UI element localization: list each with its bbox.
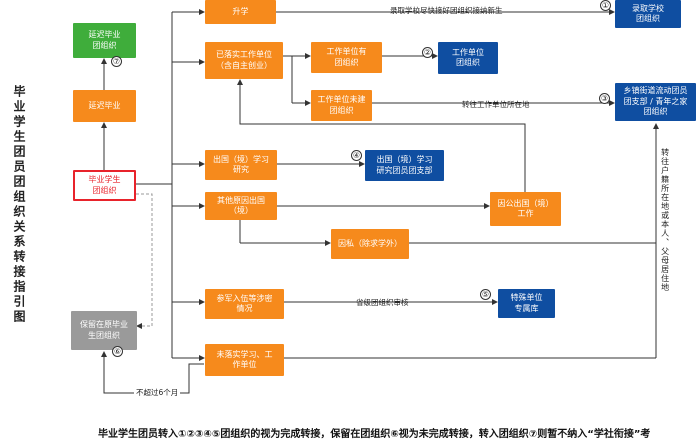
node-student-org: 毕业学生 团组织 bbox=[73, 170, 136, 201]
marker-1: ① bbox=[600, 0, 611, 11]
node-public-abroad: 因公出国（境） 工作 bbox=[490, 192, 561, 226]
page-title: 毕业学生团员团组织关系转接指引图 bbox=[12, 85, 26, 325]
node-work-has-org: 工作单位有 团组织 bbox=[311, 42, 382, 73]
node-abroad-branch: 出国（境）学习 研究团员团支部 bbox=[365, 150, 444, 181]
line-not-settled-to-retain bbox=[101, 351, 204, 394]
node-military: 参军入伍等涉密 情况 bbox=[205, 289, 284, 319]
footer-note: 毕业学生团员转入①②③④⑤团组织的视为完成转接，保留在团组织⑥视为未完成转接，转… bbox=[98, 429, 651, 440]
node-upgrade: 升学 bbox=[205, 0, 276, 24]
marker-4: ④ bbox=[351, 150, 362, 161]
node-work-no-org: 工作单位未建 团组织 bbox=[311, 90, 372, 121]
node-abroad-study: 出国（境）学习 研究 bbox=[205, 150, 277, 180]
label-six-months: 不超过6个月 bbox=[134, 387, 181, 398]
marker-5: ⑤ bbox=[480, 289, 491, 300]
node-delay-org: 延迟毕业 团组织 bbox=[73, 23, 136, 58]
label-provincial-review: 省级团组织审核 bbox=[356, 298, 409, 307]
line-dashed-retain bbox=[136, 193, 153, 329]
node-work-unit-org: 工作单位 团组织 bbox=[438, 42, 498, 74]
marker-7: ⑦ bbox=[111, 56, 122, 67]
line-public-back-to-employed bbox=[237, 79, 526, 192]
node-employed: 已落实工作单位 （含自主创业） bbox=[205, 42, 283, 79]
node-retain-org: 保留在原毕业 生团组织 bbox=[71, 311, 137, 350]
node-street-org: 乡镇街道流动团员 团支部 / 青年之家 团组织 bbox=[615, 83, 696, 121]
node-private-abroad: 因私（除求学外） bbox=[331, 229, 409, 259]
node-enroll-school: 录取学校 团组织 bbox=[615, 0, 681, 28]
marker-6: ⑥ bbox=[112, 346, 123, 357]
marker-3: ③ bbox=[599, 93, 610, 104]
marker-2: ② bbox=[422, 47, 433, 58]
node-delay-grad: 延迟毕业 bbox=[73, 90, 136, 122]
node-special-unit: 特殊单位 专属库 bbox=[498, 289, 555, 318]
label-enroll-note: 录取学校尽快接好团组织接纳新生 bbox=[390, 6, 503, 15]
node-other-abroad: 其他原因出国 （境） bbox=[205, 192, 277, 220]
label-hukou-note: 转往户籍所在地或本人、父母居住地 bbox=[660, 148, 670, 292]
node-not-settled: 未落实学习、工 作单位 bbox=[205, 344, 284, 376]
label-transfer-work-place: 转往工作单位所在地 bbox=[462, 100, 530, 109]
